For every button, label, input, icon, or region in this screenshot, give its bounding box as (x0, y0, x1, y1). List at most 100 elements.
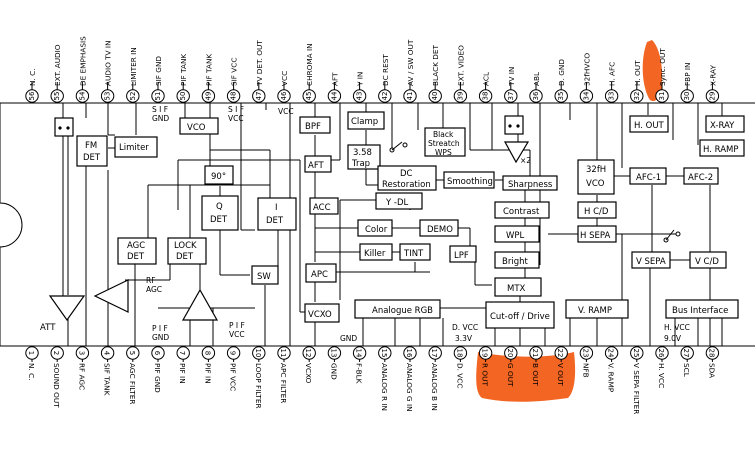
svg-text:GND: GND (152, 114, 169, 123)
v-ramp-block: V. RAMP (565, 299, 629, 319)
svg-text:VCC: VCC (228, 114, 244, 123)
x2-label: ×2 (520, 156, 531, 165)
bottom-pin-label: LOOP FILTER (254, 363, 263, 409)
svg-text:DEMO: DEMO (427, 225, 453, 235)
svg-text:H C/D: H C/D (584, 207, 609, 217)
top-pin-label: SIF GND (154, 56, 163, 86)
bottom-pin-label: SIF TANK (103, 363, 112, 396)
top-pin-label: SIF VCC (230, 58, 239, 86)
top-pin-number: 39 (456, 92, 464, 101)
top-pin-number: 48 (230, 92, 238, 101)
afc1-block: AFC-1 (629, 167, 667, 185)
top-pin-label: Sync. OUT (658, 48, 667, 86)
svg-text:Bright: Bright (502, 257, 528, 267)
svg-text:LPF: LPF (454, 251, 469, 261)
svg-text:DC: DC (400, 169, 413, 179)
aft-block: AFT (304, 155, 332, 173)
bottom-pin: 19R OUT (478, 346, 493, 386)
svg-text:V SEPA: V SEPA (636, 257, 666, 267)
bottom-pin-number: 1 (27, 351, 35, 355)
top-pin: 32H. OUT (630, 60, 644, 103)
svg-text:VCXO: VCXO (308, 310, 332, 320)
svg-text:H. OUT: H. OUT (634, 121, 665, 131)
bottom-pin-number: 8 (203, 351, 211, 355)
top-pin: 56N. C. (25, 68, 39, 103)
bottom-pin-label: ANALOG R IN (380, 363, 389, 411)
bottom-pin-number: 5 (128, 351, 136, 355)
bottom-pin-number: 13 (329, 349, 337, 358)
top-pin-number: 42 (381, 92, 389, 101)
switch-video (504, 115, 524, 135)
svg-text:WPS: WPS (435, 148, 452, 157)
analogue-rgb-block: Analogue RGB (354, 299, 441, 319)
bottom-pin-number: 4 (103, 351, 111, 356)
sw-block: SW (251, 265, 279, 285)
top-pin: 35D. GND (554, 59, 568, 103)
svg-text:90°: 90° (211, 172, 226, 182)
top-pin-label: ABL (532, 71, 541, 86)
bottom-pin: 25V SEPA FILTER (630, 346, 644, 414)
color-block: Color (357, 219, 393, 237)
top-pin-number: 52 (129, 92, 137, 101)
svg-text:Smoothing: Smoothing (447, 177, 493, 187)
bottom-pin-label: V. RAMP (607, 363, 616, 393)
svg-text:32fH: 32fH (586, 165, 606, 175)
bottom-pin-number: 9 (229, 351, 237, 355)
apc-block: APC (305, 263, 337, 283)
bottom-pin-label: SOUND OUT (52, 363, 61, 408)
i-det-block: I DET (257, 197, 297, 231)
lock-det-block: LOCK DET (167, 237, 207, 265)
bottom-pin-label: GND (329, 363, 338, 380)
top-pin-number: 35 (557, 92, 565, 101)
cutoff-drive-block: Cut-off / Drive (485, 301, 555, 329)
svg-text:Q: Q (216, 202, 223, 212)
rf-agc-amp-triangle (93, 279, 129, 313)
svg-text:TINT: TINT (403, 249, 424, 259)
top-pin-label: X-RAY (708, 65, 717, 86)
switch-audio (54, 117, 74, 137)
svg-text:H SEPA: H SEPA (580, 231, 610, 241)
bottom-pin-label: RF AGC (77, 363, 86, 390)
top-pin-number: 29 (708, 92, 716, 101)
svg-text:X-RAY: X-RAY (710, 121, 735, 131)
highlight-h-out (642, 40, 663, 102)
top-pin-label: DE EMPHASIS (78, 36, 87, 86)
top-pin-number: 44 (330, 91, 338, 100)
bottom-pin-label: V OUT (556, 363, 565, 386)
svg-text:FM: FM (85, 141, 97, 151)
bottom-pin: 26H. VCC (655, 346, 669, 388)
bottom-pin-number: 26 (657, 349, 665, 358)
svg-text:3.3V: 3.3V (455, 334, 473, 343)
smoothing-block: Smoothing (443, 171, 495, 189)
highlight-rgb-out (476, 352, 576, 402)
top-pin-label: LIMITER IN (129, 47, 138, 86)
bottom-pin-label: N. C. (27, 363, 36, 381)
svg-text:I: I (275, 203, 278, 213)
top-pin-number: 34 (582, 91, 590, 100)
bottom-pin: 20G OUT (504, 346, 518, 387)
bottom-pin-number: 15 (380, 349, 388, 358)
att-amp-triangle (48, 295, 86, 322)
bottom-pin: 18D. VCC (453, 346, 468, 388)
svg-text:APC: APC (311, 270, 328, 280)
contrast-block: Contrast (494, 201, 550, 219)
svg-text:Clamp: Clamp (351, 117, 378, 127)
mtx-block: MTX (494, 277, 542, 297)
